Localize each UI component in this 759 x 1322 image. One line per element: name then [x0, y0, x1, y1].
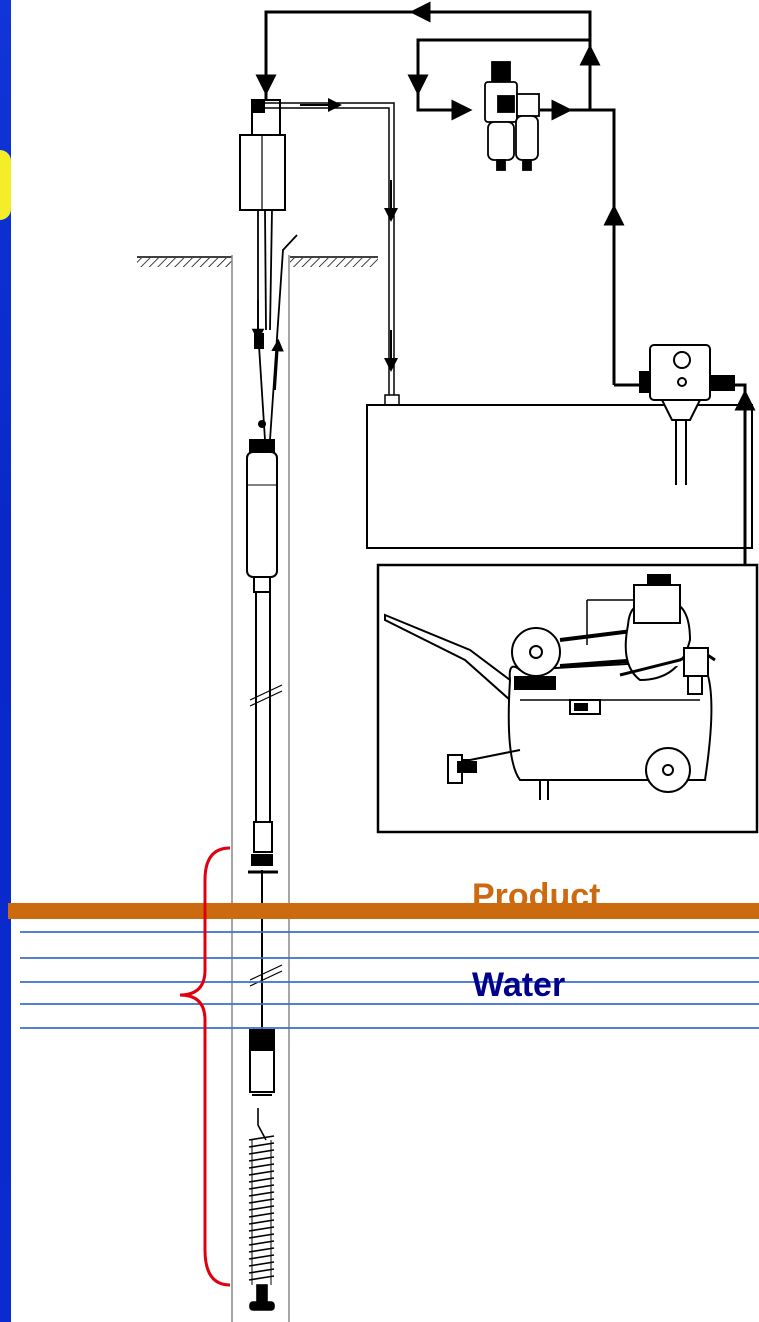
- left-side-band: [0, 0, 11, 1322]
- storage-tank: [366, 404, 753, 549]
- hose-clamp: [254, 333, 264, 349]
- air-supply-lines: [255, 1, 640, 387]
- wellhead-unit: [239, 99, 286, 211]
- well-casing: [231, 255, 290, 1322]
- water-level-lines: [20, 931, 759, 1029]
- interval-bracket: [179, 846, 231, 1287]
- product-layer: [8, 903, 759, 919]
- air-compressor: [376, 563, 759, 834]
- pump-body: [246, 439, 283, 1096]
- hose-fitting: [258, 420, 266, 428]
- discharge-line: [254, 98, 400, 406]
- product-label: Product: [472, 877, 601, 915]
- control-box: [639, 344, 735, 485]
- filter-regulator: [484, 61, 540, 171]
- water-label: Water: [472, 966, 566, 1004]
- ground-surface: [137, 256, 378, 267]
- pump-intake-screen: [248, 1108, 275, 1311]
- well-hoses: [251, 209, 298, 441]
